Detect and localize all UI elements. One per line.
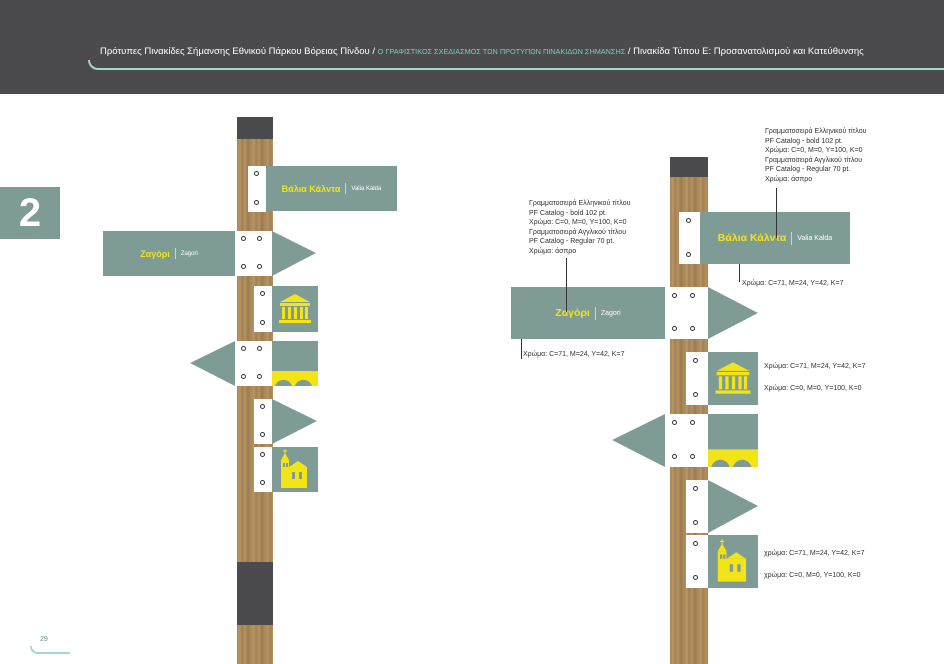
mount-plate: [679, 212, 700, 264]
mount-plate: [686, 352, 708, 405]
leader-line: [521, 339, 522, 359]
note-church-color-bg: χρώμα: C=71, M=24, Y=42, K=7: [764, 550, 865, 557]
arrow-right: [708, 287, 758, 339]
note-church-color-icon: χρώμα: C=0, M=0, Y=100, K=0: [764, 572, 861, 579]
post-cap-top: [670, 157, 708, 177]
chapter-number: 2: [0, 187, 60, 239]
arrow-right: [708, 480, 758, 533]
church-icon: [708, 535, 758, 588]
mount-plate: [254, 447, 272, 492]
sign-zagori-large: Ζαγόρι Zagori: [511, 287, 665, 339]
page-number: 29: [40, 636, 48, 643]
header-title-part1: Πρότυπες Πινακίδες Σήμανσης Εθνικού Πάρκ…: [100, 46, 378, 57]
sign-valia-english: Valia Kalda: [797, 234, 833, 242]
sign-zagori-greek: Ζαγόρι: [140, 248, 170, 259]
mount-plate: [254, 399, 272, 444]
header-accent-line: [88, 60, 944, 70]
note-line: PF Catalog - Regular 70 pt.: [529, 238, 615, 245]
museum-icon: [708, 352, 758, 405]
note-line: PF Catalog - bold 102 pt.: [529, 209, 607, 217]
arrow-left: [190, 341, 235, 386]
note-line: Χρώμα: άσπρο: [765, 175, 813, 183]
note-museum-color-icon: Χρώμα: C=0, M=0, Y=100, K=0: [764, 385, 862, 392]
header-bar: [0, 0, 944, 94]
mount-plate: [665, 287, 708, 339]
church-icon: [272, 447, 318, 492]
note-line: Χρώμα: άσπρο: [529, 247, 577, 255]
arrow-right: [272, 231, 316, 276]
sign-valia-greek: Βάλια Κάλντα: [717, 232, 787, 244]
mount-plate: [235, 341, 272, 386]
sign-valia-english: Valia Kalda: [351, 185, 382, 192]
note-line: PF Catalog - bold 102 pt.: [765, 137, 843, 145]
note-line: Χρώμα: C=0, M=0, Y=100, K=0: [529, 219, 627, 226]
mount-plate: [686, 535, 708, 588]
sign-zagori-english: Zagori: [180, 250, 198, 257]
post-wood-bottom: [237, 625, 273, 664]
sign-zagori-english: Zagori: [600, 309, 621, 317]
mount-plate: [254, 286, 272, 332]
note-line: Γραμματοσειρά Ελληνικού τίτλου: [529, 200, 631, 207]
note-line: Γραμματοσειρά Ελληνικού τίτλου: [765, 128, 867, 135]
leader-line: [739, 264, 740, 282]
sign-valia-greek: Βάλια Κάλντα: [281, 183, 341, 194]
note-line: Γραμματοσειρά Αγγλικού τίτλου: [765, 156, 863, 164]
museum-icon: [272, 286, 318, 332]
mount-plate: [248, 166, 266, 212]
note-line: PF Catalog - Regular 70 pt.: [765, 166, 851, 173]
note-zagori-color: Χρώμα: C=71, M=24, Y=42, K=7: [523, 351, 625, 358]
note-line: Χρώμα: C=0, M=0, Y=100, K=0: [765, 147, 863, 154]
footer-accent-line: [30, 646, 70, 654]
post-cap-top: [237, 117, 273, 139]
sign-zagori: Ζαγόρι Zagori: [103, 231, 235, 276]
post-base: [237, 562, 273, 625]
mount-plate: [665, 414, 708, 467]
bridge-icon: [708, 414, 758, 467]
leader-line: [566, 258, 567, 312]
header-title: Πρότυπες Πινακίδες Σήμανσης Εθνικού Πάρκ…: [100, 46, 864, 57]
note-zagori-font-spec: Γραμματοσειρά Ελληνικού τίτλου PF Catalo…: [529, 199, 630, 256]
bridge-icon: [272, 341, 318, 386]
note-line: Γραμματοσειρά Αγγλικού τίτλου: [529, 228, 627, 236]
header-title-part2: / Πινακίδα Τύπου Ε: Προσανατολισμού και …: [625, 46, 864, 57]
arrow-left: [612, 414, 665, 467]
arrow-right: [272, 399, 317, 444]
sign-valia-kalda-large: Βάλια Κάλντα Valia Kalda: [700, 212, 850, 264]
header-title-highlight: Ο ΓΡΑΦΙΣΤΙΚΟΣ ΣΧΕΔΙΑΣΜΟΣ ΤΩΝ ΠΡΟΤΥΠΩΝ ΠΙ…: [377, 47, 626, 56]
mount-plate: [235, 231, 272, 276]
note-museum-color-bg: Χρώμα: C=71, M=24, Y=42, K=7: [764, 363, 866, 370]
sign-valia-kalda: Βάλια Κάλντα Valia Kalda: [266, 166, 397, 211]
note-valia-font-spec: Γραμματοσειρά Ελληνικού τίτλου PF Catalo…: [765, 127, 866, 184]
sign-zagori-greek: Ζαγόρι: [555, 307, 590, 319]
leader-line: [776, 188, 777, 238]
note-valia-color: Χρώμα: C=71, M=24, Y=42, K=7: [742, 280, 844, 287]
mount-plate: [686, 480, 708, 533]
